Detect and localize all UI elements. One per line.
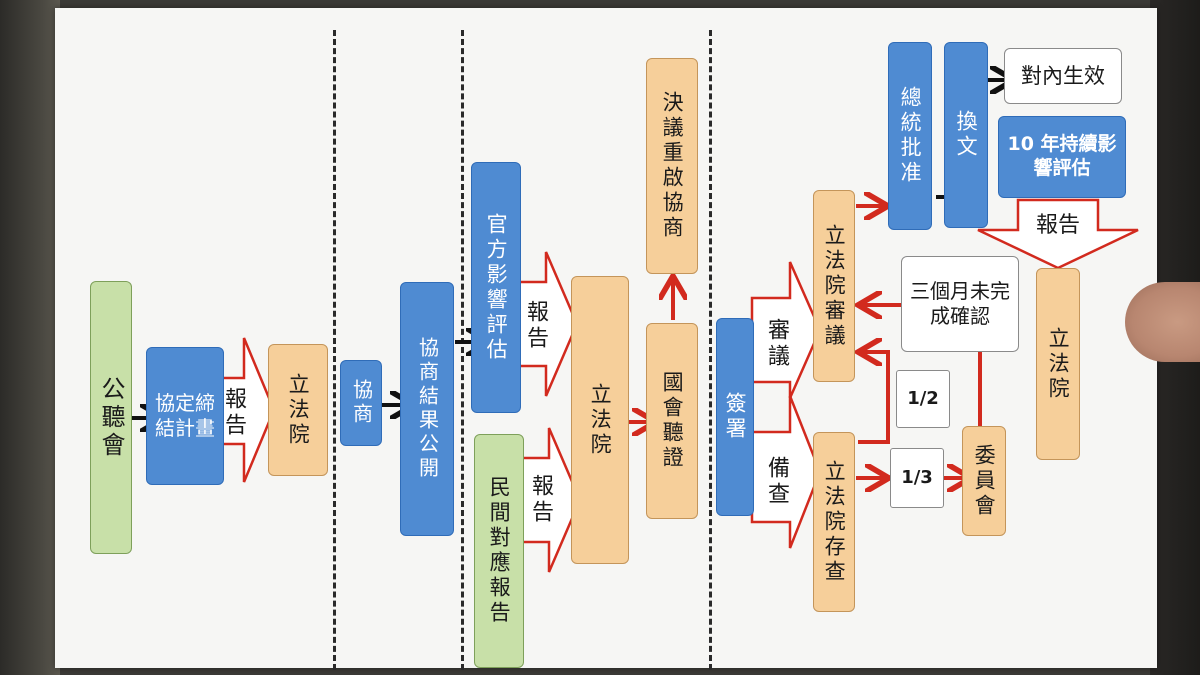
negotiation-results-public-box: 協商結果公開 — [400, 282, 454, 536]
report-label-stage3-top: 報告 — [523, 300, 548, 352]
legislature-box-stage3: 立法院 — [571, 276, 629, 564]
filing-arrow — [750, 395, 822, 549]
report-label-stage3-bottom: 報告 — [528, 474, 553, 526]
stage-divider-1 — [333, 30, 336, 670]
report-label-down: 報告 — [1035, 213, 1080, 238]
renegotiation-resolution-box: 決議重啟協商 — [646, 58, 698, 274]
arrow-filing-to-review-loop — [858, 352, 890, 444]
filing-label: 備查 — [764, 456, 789, 508]
review-arrow — [750, 261, 822, 399]
public-hearing-box: 公聽會 — [90, 281, 132, 554]
congressional-hearing-box: 國會聽證 — [646, 323, 698, 519]
background-left — [0, 0, 60, 675]
legislature-box-stage1: 立法院 — [268, 344, 328, 476]
negotiation-box: 協商 — [340, 360, 382, 446]
ten-year-impact-assessment-box: 10 年持續影響評估 — [998, 116, 1126, 198]
report-arrow-down — [977, 198, 1139, 270]
official-impact-assessment-box: 官方影響評估 — [471, 162, 521, 413]
legislature-filing-box: 立法院存查 — [813, 432, 855, 612]
stage-divider-2 — [461, 30, 464, 670]
domestic-effect-box: 對內生效 — [1004, 48, 1122, 104]
one-third-box: 1/3 — [890, 448, 944, 508]
one-half-box: 1/2 — [896, 370, 950, 428]
legislature-box-stage4: 立法院 — [1036, 268, 1080, 460]
signing-box: 簽署 — [716, 318, 754, 516]
civil-response-report-box: 民間對應報告 — [474, 434, 524, 668]
agreement-plan-box: 協定締結計畫 — [146, 347, 224, 485]
report-label-stage1: 報告 — [221, 387, 246, 439]
three-months-unconfirmed-box: 三個月未完成確認 — [901, 256, 1019, 352]
exchange-of-notes-box: 換文 — [944, 42, 988, 228]
report-arrow-stage3-bottom — [518, 427, 582, 573]
committee-box: 委員會 — [962, 426, 1006, 536]
review-label: 審議 — [764, 318, 789, 370]
presidential-ratification-box: 總統批准 — [888, 42, 932, 230]
hand — [1125, 282, 1200, 362]
legislature-review-box: 立法院審議 — [813, 190, 855, 382]
stage-divider-3 — [709, 30, 712, 670]
